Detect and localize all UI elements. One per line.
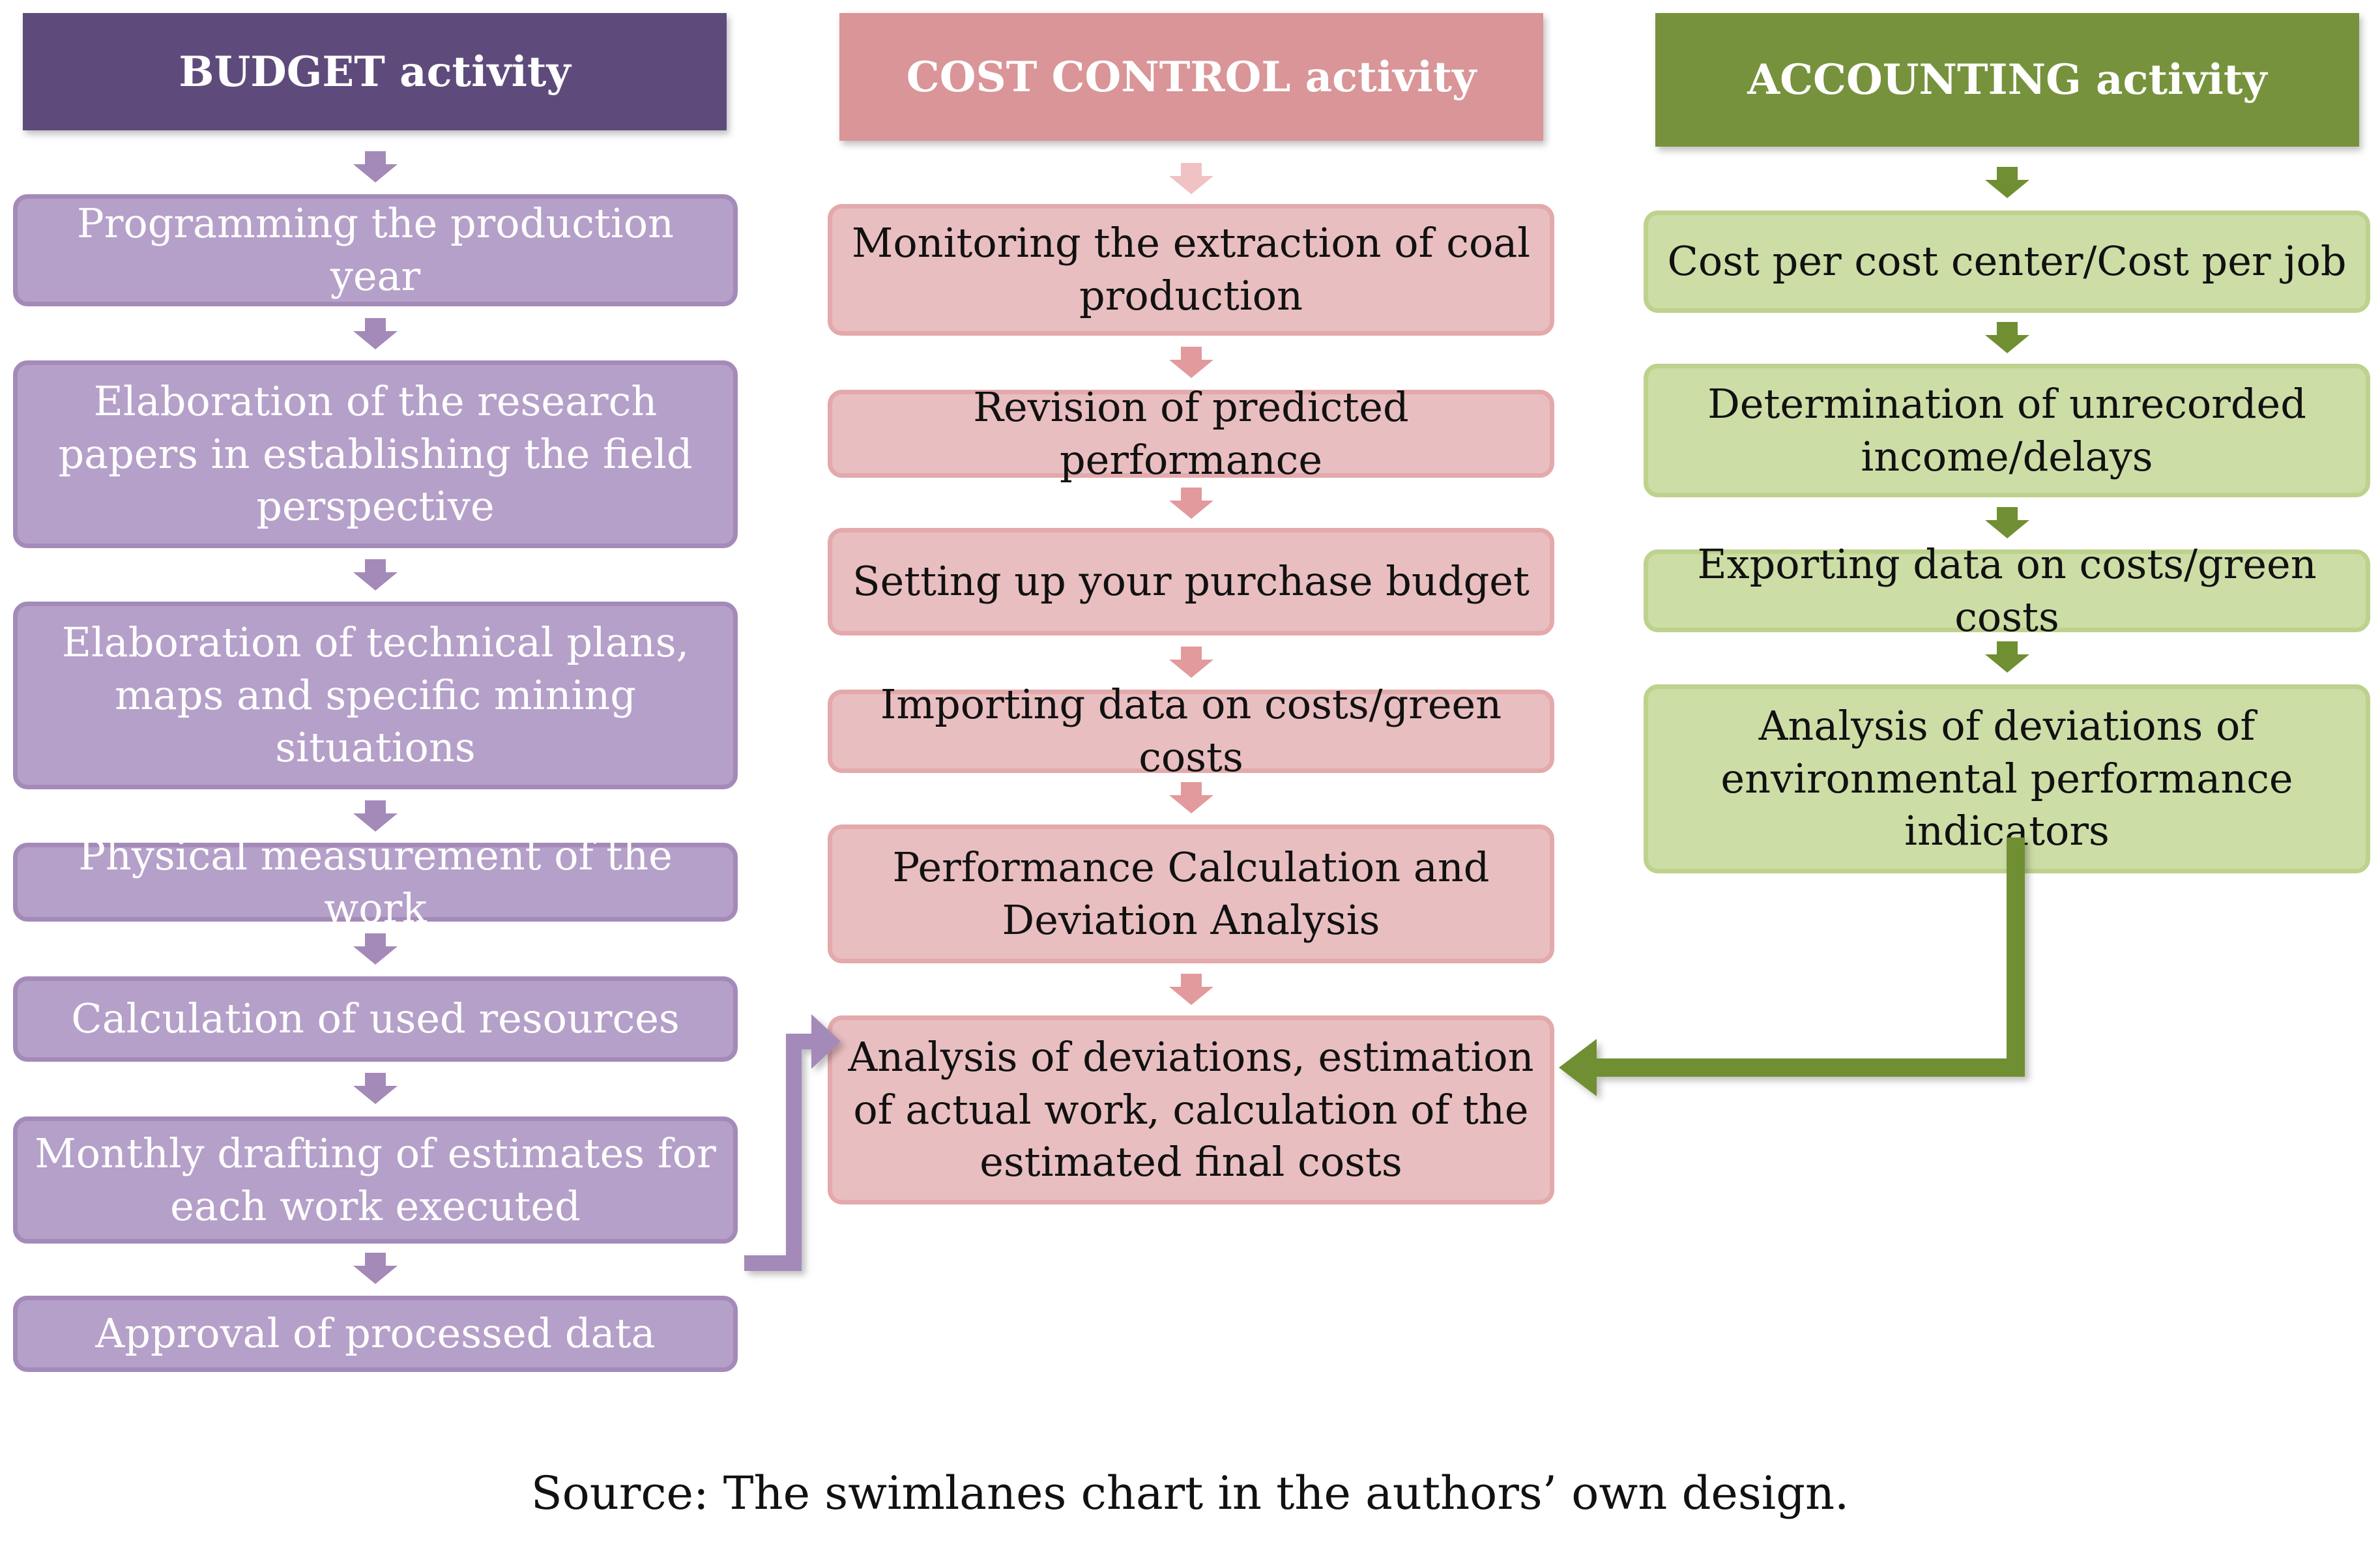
cost-step-6: Analysis of deviations, estimation of ac… — [828, 1015, 1554, 1204]
budget-arrow-5 — [353, 933, 398, 965]
accounting-to-cost-arrowhead — [1559, 1039, 1597, 1096]
cost-control-lane-header: COST CONTROL activity — [839, 13, 1543, 141]
accounting-down-arrows — [1985, 167, 2029, 673]
budget-step-7: Approval of processed data — [13, 1296, 738, 1372]
accounting-arrow-3 — [1985, 507, 2029, 538]
accounting-arrow-1 — [1985, 167, 2029, 198]
budget-to-cost-arrowhead — [811, 1014, 841, 1069]
cost-step-4: Importing data on costs/green costs — [828, 680, 1554, 781]
accounting-to-cost-connector — [1590, 838, 2025, 1077]
source-caption: Source: The swimlanes chart in the autho… — [530, 1466, 1850, 1520]
accounting-arrow-4 — [1985, 641, 2029, 673]
budget-arrow-4 — [353, 800, 398, 832]
budget-arrow-7 — [353, 1253, 398, 1284]
budget-step-5: Calculation of used resources — [13, 976, 738, 1062]
accounting-arrow-2 — [1985, 322, 2029, 353]
budget-arrow-3 — [353, 559, 398, 591]
cost-arrow-1 — [1169, 163, 1213, 194]
cost-arrow-4 — [1169, 647, 1213, 678]
cost-arrow-2 — [1169, 347, 1213, 378]
cost-arrow-5 — [1169, 782, 1213, 813]
cost-step-2: Revision of predicted performance — [828, 383, 1554, 484]
cost-step-1: Monitoring the extraction of coal produc… — [828, 204, 1554, 336]
budget-to-cost-link — [744, 1014, 841, 1271]
cost-arrow-6 — [1169, 974, 1213, 1005]
cost-step-5: Performance Calculation and Deviation An… — [828, 824, 1554, 963]
budget-step-6: Monthly drafting of estimates for each w… — [13, 1116, 738, 1244]
budget-step-1: Programming the production year — [13, 194, 738, 306]
accounting-lane-header: ACCOUNTING activity — [1655, 13, 2359, 147]
cost-arrow-3 — [1169, 488, 1213, 519]
budget-arrow-1 — [353, 151, 398, 182]
cost-step-3: Setting up your purchase budget — [828, 528, 1554, 635]
budget-to-cost-connector — [744, 1034, 815, 1271]
accounting-step-2: Determination of unrecorded income/delay… — [1644, 364, 2370, 497]
budget-lane-header: BUDGET activity — [23, 13, 727, 130]
budget-arrow-6 — [353, 1073, 398, 1104]
budget-down-arrows — [353, 151, 398, 1284]
cost-down-arrows — [1169, 163, 1213, 1005]
budget-arrow-2 — [353, 318, 398, 349]
accounting-to-cost-link — [1559, 838, 2025, 1096]
budget-step-3: Elaboration of technical plans, maps and… — [13, 602, 738, 789]
accounting-step-1: Cost per cost center/Cost per job — [1644, 211, 2370, 313]
budget-step-2: Elaboration of the research papers in es… — [13, 360, 738, 548]
